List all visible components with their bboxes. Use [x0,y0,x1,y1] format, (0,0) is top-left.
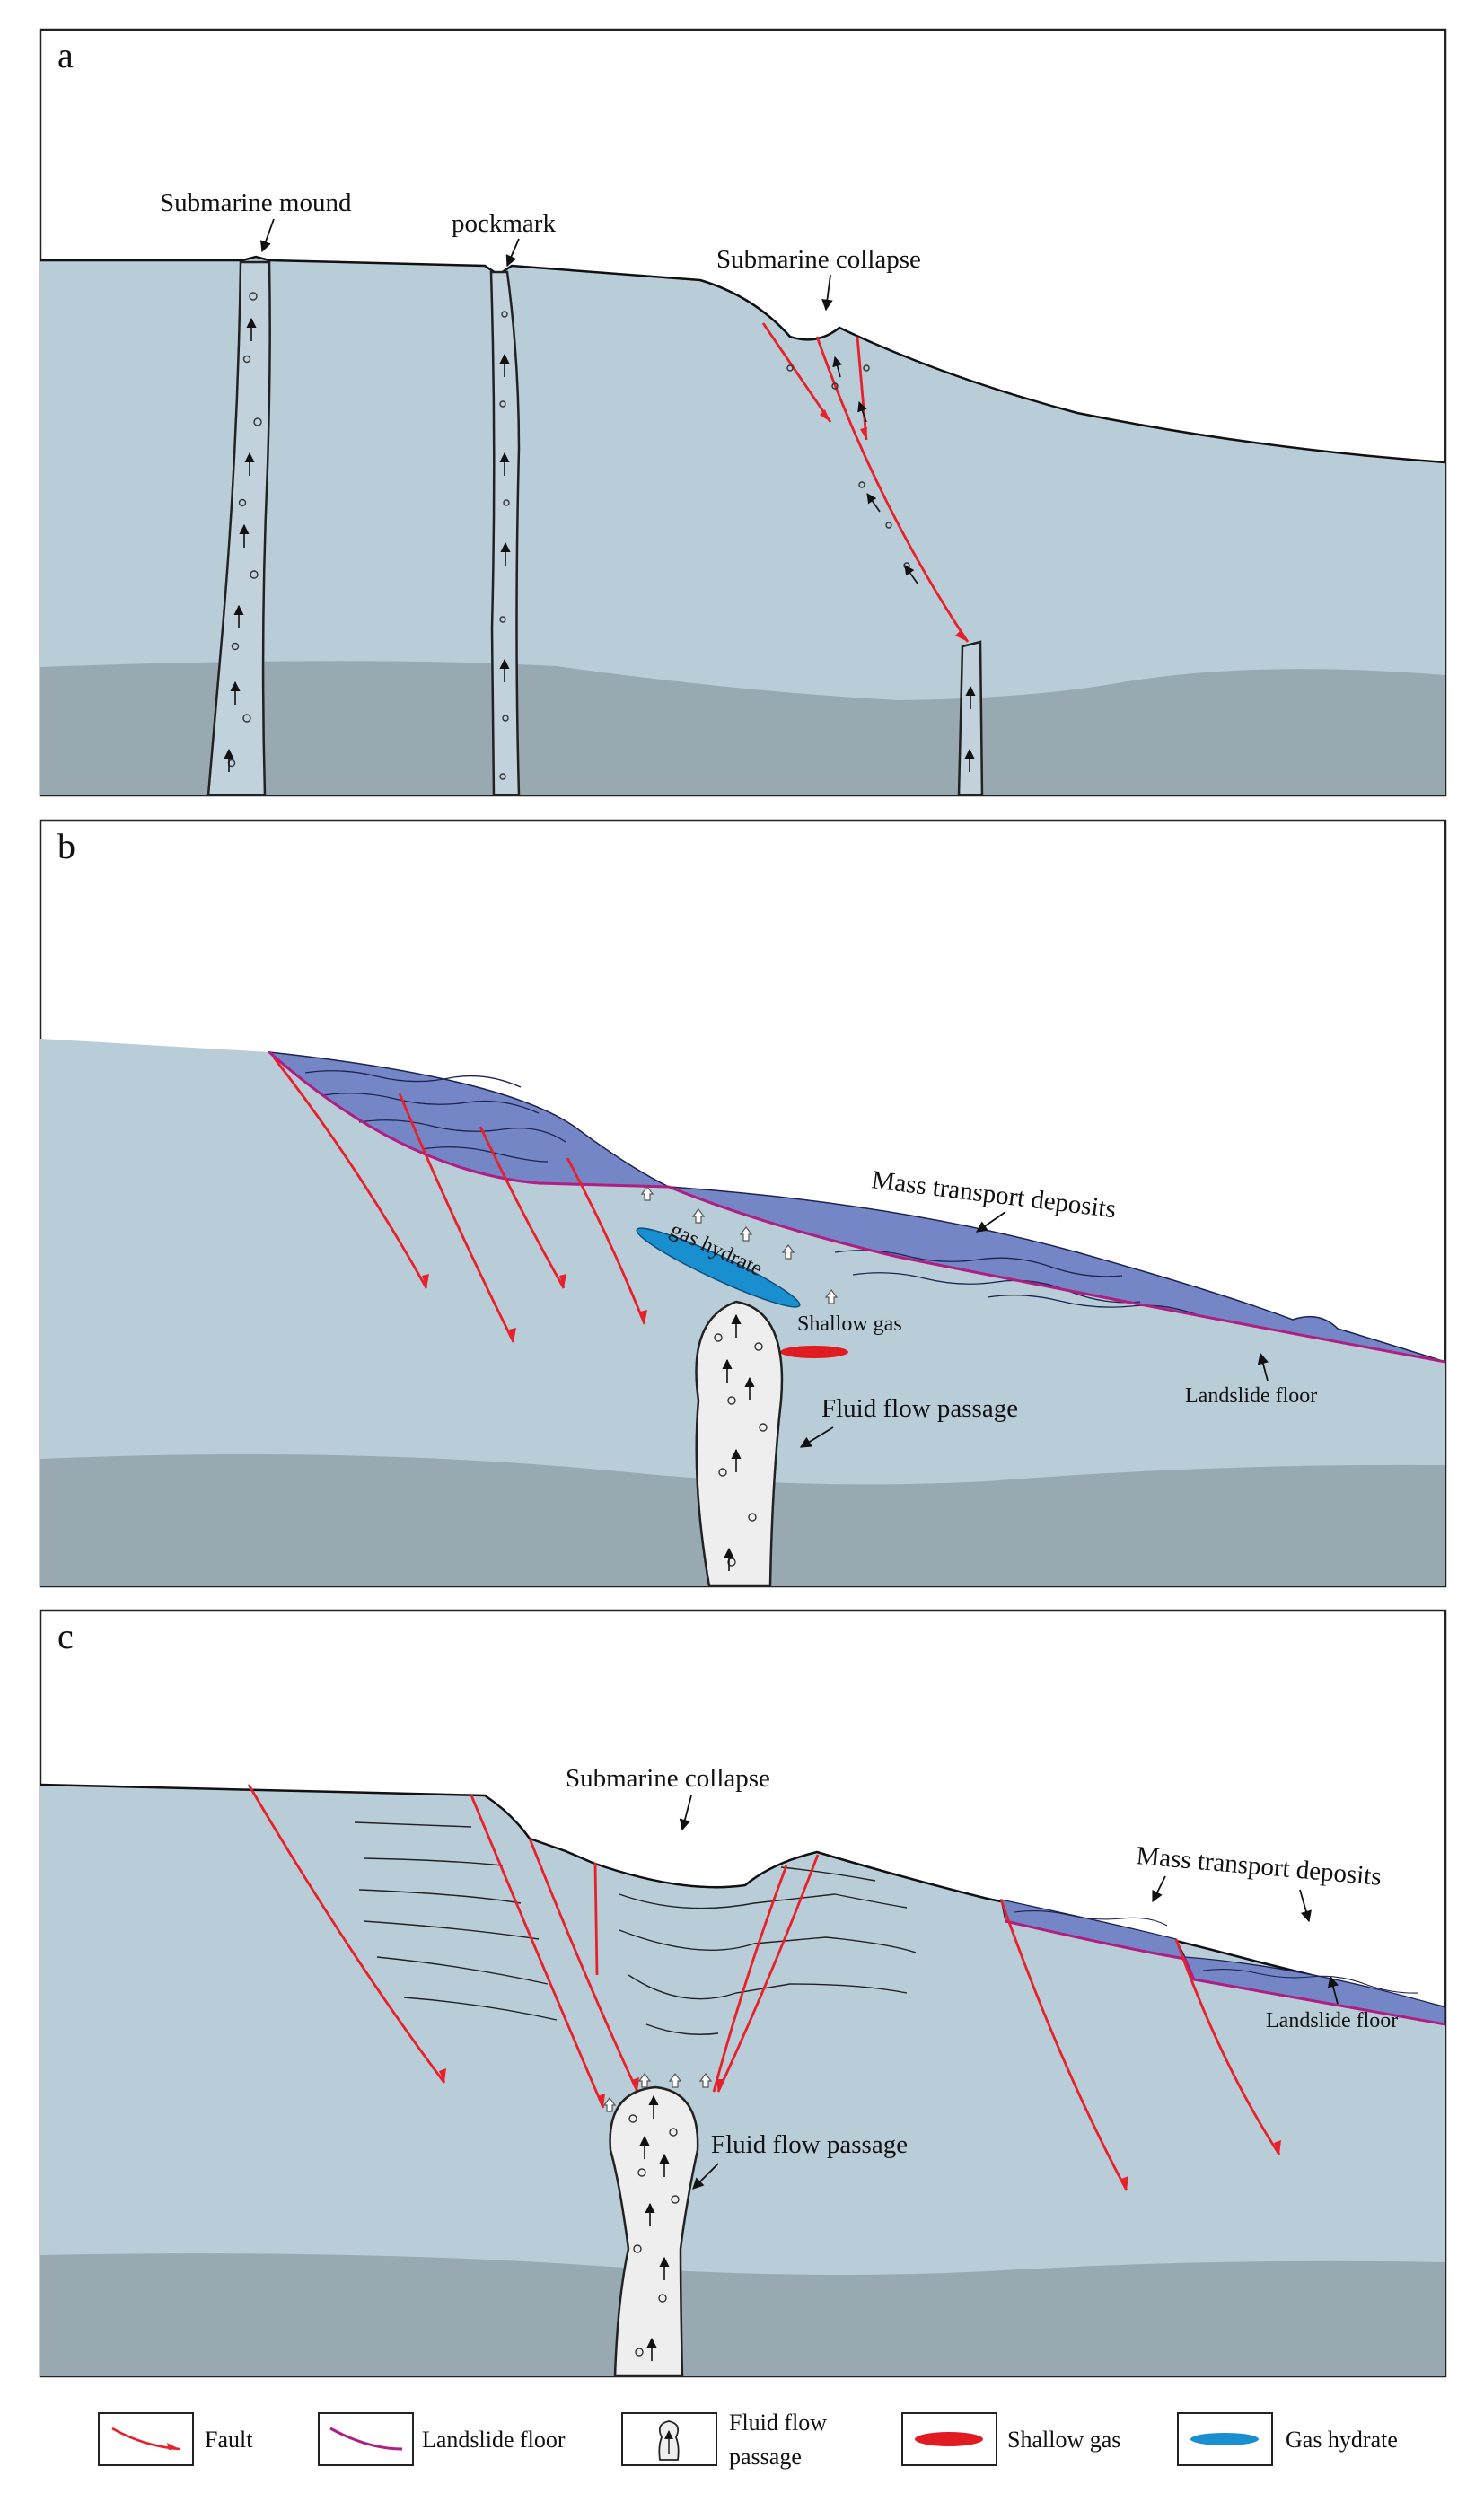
legend-item-shallow-gas: Shallow gas [901,2412,1120,2466]
legend-label-shallow-gas: Shallow gas [1007,2427,1120,2453]
fault-arrowheads-a [820,409,968,642]
collapse-arrows [832,356,918,584]
upward-seep-arrows-c [602,2073,713,2112]
panel-b-letter: b [57,826,75,866]
label-submarine-mound: Submarine mound [160,189,352,217]
label-submarine-collapse-a: Submarine collapse [716,245,921,274]
panel-b: b Mass transport deposits gas hydrate Sh… [39,819,1447,1588]
mtd-layering-c [1014,1909,1419,1994]
passage-arrows-c [639,2094,670,2361]
arrow-mtd-c-1 [1152,1875,1166,1903]
fluid-flow-passage-c [609,2085,699,2376]
legend-floor-line [329,2427,403,2451]
passage-bubbles-b [714,1333,768,1567]
legend-hydrate-shape [1190,2433,1259,2445]
faults-panel-c [247,1784,1281,2191]
arrow-fluid-flow-b [799,1426,834,1448]
panel-c: c Submarine collapse Mass transport depo… [39,1609,1447,2378]
fault-arrowheads-b [422,1274,647,1342]
label-pockmark: pockmark [452,209,556,238]
arrow-submarine-collapse-a [821,274,833,312]
mtd-layering-b [304,1070,1204,1318]
legend-item-fluid-passage: Fluid flow passage [621,2410,827,2470]
deep-layer [40,661,1445,795]
legend-item-fault: Fault [98,2412,253,2466]
legend-gas-shape [915,2432,983,2446]
arrow-landslide-floor-c [1327,1975,1339,2005]
legend-item-landslide-floor: Landslide floor [318,2412,566,2466]
upward-seep-arrows-b [640,1186,839,1304]
legend-fault-arrow [167,2443,180,2450]
arrow-mtd-b [975,1211,1006,1233]
landslide-floor-c [1005,1919,1445,2026]
deep-layer-c [40,2253,1445,2376]
legend-swatch-box-fault [98,2412,194,2466]
panel-c-letter: c [57,1616,74,1656]
legend-swatch-box-floor [318,2412,414,2466]
landslide-floor-b [268,1050,1445,1364]
legend-label-gas-hydrate: Gas hydrate [1286,2427,1398,2453]
chimney-arrows-mound [224,317,257,772]
passage-arrows-b [722,1313,755,1571]
legend-label-fluid-1: Fluid flow [729,2410,827,2436]
arrow-landslide-floor-b [1257,1352,1269,1382]
chimney-bubbles-pockmark [499,311,510,780]
arrow-mtd-c-2 [1299,1889,1312,1923]
legend-label-fluid-2: passage [729,2444,802,2470]
gas-hydrate-body [636,1227,801,1308]
arrow-submarine-mound [259,218,275,253]
label-shallow-gas: Shallow gas [797,1312,902,1336]
shallow-gas-body [780,1346,848,1358]
label-fluid-flow-b: Fluid flow passage [821,1394,1018,1423]
arrow-fluid-flow-c [692,2163,719,2190]
passage-bubbles-c [628,2114,680,2357]
faults-panel-a [761,322,970,643]
arrow-pockmark [505,238,520,268]
label-fluid-flow-c: Fluid flow passage [711,2130,908,2159]
legend-label-landslide-floor: Landslide floor [422,2427,566,2453]
fluid-flow-passage-b [695,1300,784,1586]
panel-a-letter: a [57,35,74,75]
fluid-chimney-collapse [957,640,984,795]
fluid-chimney-pockmark [489,270,521,795]
label-landslide-floor-c: Landslide floor [1266,2009,1398,2032]
legend-item-gas-hydrate: Gas hydrate [1177,2412,1398,2466]
arrow-submarine-collapse-c [679,1795,692,1831]
strata-lines-c [354,1821,917,2035]
fluid-chimney-mound [206,260,271,795]
label-submarine-collapse-c: Submarine collapse [566,1764,770,1793]
faults-panel-b [272,1057,646,1343]
label-landslide-floor-b: Landslide floor [1185,1384,1317,1408]
seafloor-line-c [40,1783,1445,2009]
legend: Fault Landslide floor Fluid flow passage… [98,2410,1398,2470]
fault-arrowheads-c [439,2068,1281,2190]
legend-label-fault: Fault [205,2427,253,2453]
seafloor-line [40,255,1445,464]
sediment-layer [40,257,1445,795]
panel-a: a Submarine mound pockmark Submarine col… [39,28,1447,797]
